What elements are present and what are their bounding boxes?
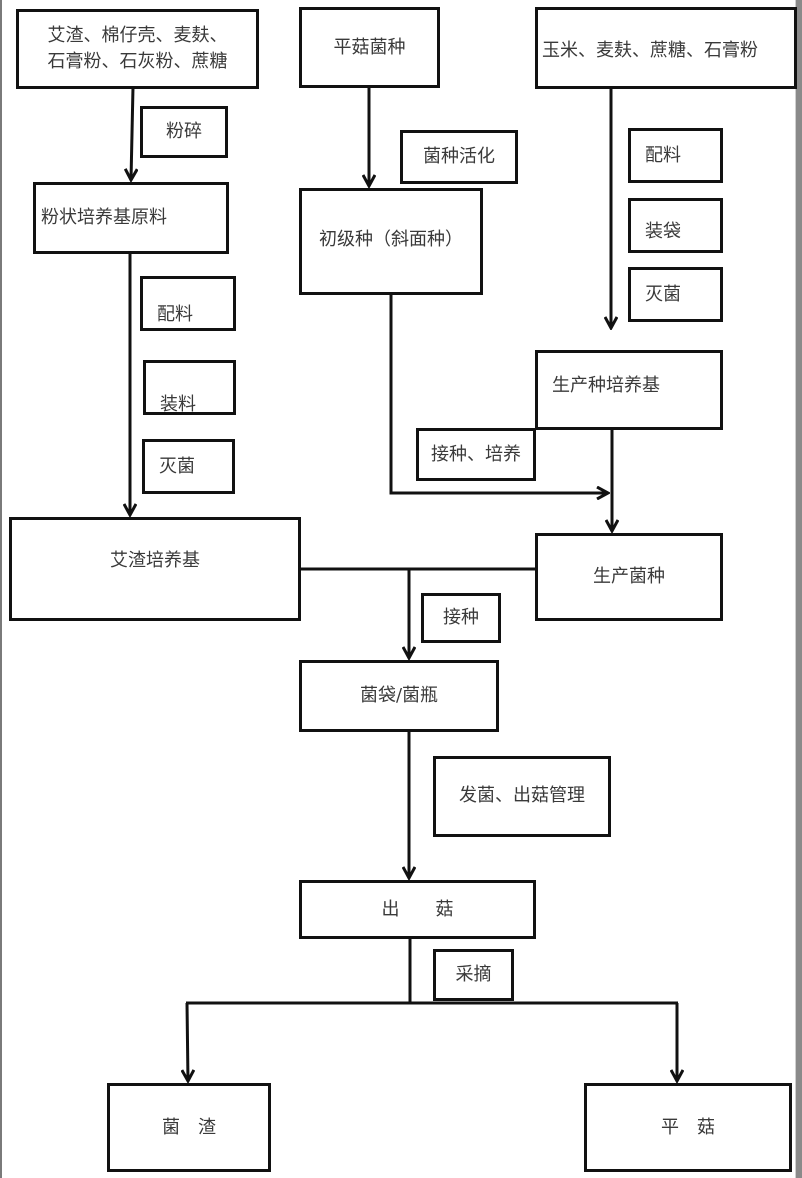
node-primary-spawn: 初级种（斜面种） — [299, 188, 483, 295]
step-inoculate-label: 接种 — [443, 607, 479, 628]
node-raw-materials-left: 艾渣、棉仔壳、麦麸、 石膏粉、石灰粉、蔗糖 — [16, 9, 259, 89]
node-primary-spawn-label: 初级种（斜面种） — [319, 229, 463, 250]
step-harvest: 采摘 — [433, 949, 514, 1001]
right-border-line — [795, 0, 796, 1178]
step-crush-label: 粉碎 — [166, 121, 202, 142]
left-border — [0, 0, 2, 1178]
node-production-spawn-label: 生产菌种 — [593, 566, 665, 587]
node-fruiting: 出 菇 — [299, 880, 536, 939]
node-residue: 菌 渣 — [107, 1083, 271, 1172]
node-aizha-medium: 艾渣培养基 — [9, 517, 301, 621]
node-raw-materials-left-line2: 石膏粉、石灰粉、蔗糖 — [47, 51, 228, 72]
step-management-label: 发菌、出菇管理 — [459, 785, 585, 806]
node-spawn-label: 平菇菌种 — [333, 36, 406, 58]
step-mix-left: 配料 — [140, 276, 236, 331]
node-powder-material-label: 粉状培养基原料 — [41, 207, 167, 228]
node-production-medium-label: 生产种培养基 — [552, 375, 660, 396]
step-sterilize-right-label: 灭菌 — [645, 283, 681, 305]
step-sterilize-right: 灭菌 — [628, 267, 723, 322]
edge-raw-left-to-powder — [131, 86, 133, 180]
step-mix-left-label: 配料 — [157, 303, 193, 325]
step-bagging: 装袋 — [628, 198, 723, 253]
node-powder-material: 粉状培养基原料 — [33, 182, 229, 254]
node-fruiting-label: 出 菇 — [381, 898, 454, 920]
node-residue-label: 菌 渣 — [162, 1116, 216, 1138]
node-aizha-medium-label: 艾渣培养基 — [110, 550, 200, 571]
node-raw-materials-left-line1: 艾渣、棉仔壳、麦麸、 — [47, 25, 228, 46]
step-crush: 粉碎 — [140, 106, 228, 158]
step-inoculate-culture: 接种、培养 — [416, 428, 536, 481]
right-border — [796, 0, 802, 1178]
edge-to-residue — [187, 1002, 188, 1081]
node-bag-bottle: 菌袋/菌瓶 — [299, 660, 499, 732]
step-bagging-label: 装袋 — [645, 220, 681, 242]
node-spawn: 平菇菌种 — [299, 7, 440, 88]
step-sterilize-left-label: 灭菌 — [159, 455, 195, 477]
step-activate-label: 菌种活化 — [423, 146, 495, 167]
node-production-medium: 生产种培养基 — [535, 350, 723, 430]
step-sterilize-left: 灭菌 — [142, 439, 235, 494]
node-bag-bottle-label: 菌袋/菌瓶 — [359, 685, 439, 706]
node-raw-materials-right: 玉米、麦麸、蔗糖、石膏粉 — [535, 7, 797, 89]
step-mix-right-label: 配料 — [645, 144, 681, 166]
step-mix-right: 配料 — [628, 128, 723, 183]
node-oyster-mushroom: 平 菇 — [584, 1083, 792, 1172]
step-harvest-label: 采摘 — [455, 964, 492, 985]
node-raw-materials-right-label: 玉米、麦麸、蔗糖、石膏粉 — [542, 40, 758, 61]
node-oyster-mushroom-label: 平 菇 — [661, 1116, 715, 1138]
node-production-spawn: 生产菌种 — [535, 533, 723, 621]
step-fill: 装料 — [143, 360, 236, 415]
step-inoculate-culture-label: 接种、培养 — [431, 443, 521, 465]
step-activate: 菌种活化 — [400, 130, 518, 184]
step-fill-label: 装料 — [160, 394, 196, 415]
step-inoculate: 接种 — [421, 593, 501, 643]
edge-primary-to-production-spawn — [389, 294, 608, 493]
step-management: 发菌、出菇管理 — [433, 756, 611, 837]
